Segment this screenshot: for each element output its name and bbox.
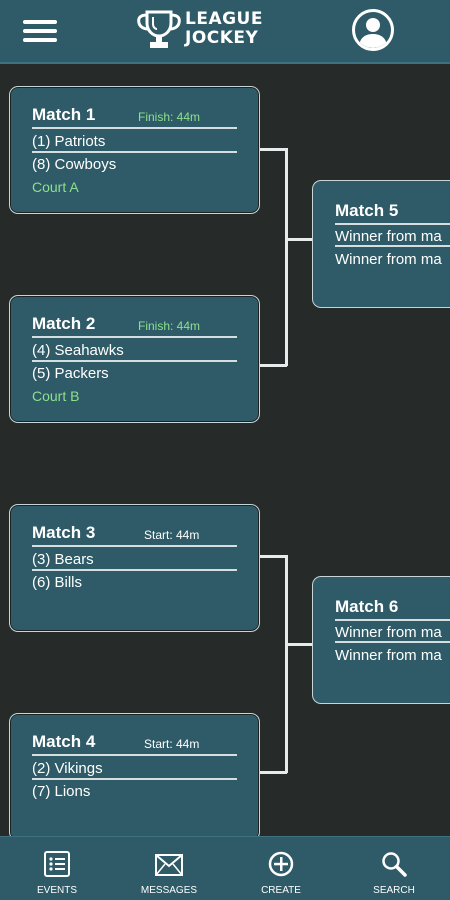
match-card-6[interactable]: Match 6 Winner from ma Winner from ma xyxy=(312,576,450,704)
envelope-icon xyxy=(155,854,183,876)
match-title: Match 3 xyxy=(32,523,96,542)
logo-text: LEAGUE JOCKEY xyxy=(185,10,263,48)
match-title: Match 2 xyxy=(32,314,96,333)
divider xyxy=(32,545,237,547)
nav-label: MESSAGES xyxy=(140,885,198,896)
match-title: Match 6 xyxy=(335,597,399,616)
nav-search[interactable]: SEARCH xyxy=(338,837,450,900)
team-1: Winner from ma xyxy=(335,624,442,641)
court-label: Court B xyxy=(32,388,80,404)
divider xyxy=(32,569,237,571)
team-1: (2) Vikings xyxy=(32,760,103,777)
profile-avatar-icon[interactable] xyxy=(352,9,394,51)
team-2: (5) Packers xyxy=(32,365,109,382)
divider xyxy=(335,245,450,247)
divider xyxy=(32,151,237,153)
match-title: Match 4 xyxy=(32,732,96,751)
bracket-connector xyxy=(260,364,287,367)
logo-line-league: LEAGUE xyxy=(185,9,263,29)
hamburger-menu-icon[interactable] xyxy=(23,18,59,44)
logo-line-jockey: JOCKEY xyxy=(185,28,259,48)
nav-label: EVENTS xyxy=(36,885,77,896)
divider xyxy=(32,754,237,756)
match-status: Finish: 44m xyxy=(138,110,201,124)
team-2: (6) Bills xyxy=(32,574,83,591)
team-2: (7) Lions xyxy=(32,783,91,800)
nav-label: CREATE xyxy=(261,885,301,896)
app-header: LEAGUE JOCKEY xyxy=(0,0,450,64)
league-jockey-logo: LEAGUE JOCKEY xyxy=(135,8,270,52)
match-status: Start: 44m xyxy=(144,737,200,751)
divider xyxy=(32,336,237,338)
bracket-connector xyxy=(285,555,288,773)
team-2: (8) Cowboys xyxy=(32,156,117,173)
bracket-connector xyxy=(285,238,313,241)
match-status: Start: 44m xyxy=(144,528,200,542)
team-1: (4) Seahawks xyxy=(32,342,124,359)
user-silhouette-icon xyxy=(359,18,387,48)
nav-create[interactable]: CREATE xyxy=(225,837,337,900)
bracket-connector xyxy=(285,643,313,646)
divider xyxy=(32,127,237,129)
divider xyxy=(335,619,450,621)
match-title: Match 1 xyxy=(32,105,96,124)
list-icon xyxy=(44,851,70,877)
add-circle-icon xyxy=(268,851,294,877)
match-status: Finish: 44m xyxy=(138,319,201,333)
divider xyxy=(32,360,237,362)
nav-events[interactable]: EVENTS xyxy=(1,837,113,900)
divider xyxy=(335,223,450,225)
divider xyxy=(32,778,237,780)
match-card-3[interactable]: Match 3 Start: 44m (3) Bears (6) Bills xyxy=(9,504,260,632)
bracket-connector xyxy=(260,555,287,558)
search-icon xyxy=(382,852,407,877)
bracket-connector xyxy=(285,148,288,366)
nav-label: SEARCH xyxy=(373,885,415,896)
match-title: Match 5 xyxy=(335,201,399,220)
match-card-1[interactable]: Match 1 Finish: 44m (1) Patriots (8) Cow… xyxy=(9,86,260,214)
match-card-4[interactable]: Match 4 Start: 44m (2) Vikings (7) Lions xyxy=(9,713,260,841)
team-1: (1) Patriots xyxy=(32,133,106,150)
court-label: Court A xyxy=(32,179,79,195)
divider xyxy=(335,641,450,643)
match-card-5[interactable]: Match 5 Winner from ma Winner from ma xyxy=(312,180,450,308)
team-2: Winner from ma xyxy=(335,647,442,664)
match-card-2[interactable]: Match 2 Finish: 44m (4) Seahawks (5) Pac… xyxy=(9,295,260,423)
bottom-navigation: EVENTS MESSAGES CREATE SEARCH xyxy=(0,836,450,900)
bracket-connector xyxy=(260,771,287,774)
nav-messages[interactable]: MESSAGES xyxy=(113,837,225,900)
bracket-connector xyxy=(260,148,287,151)
team-1: (3) Bears xyxy=(32,551,94,568)
trophy-icon xyxy=(137,10,181,48)
team-1: Winner from ma xyxy=(335,228,442,245)
team-2: Winner from ma xyxy=(335,251,442,268)
